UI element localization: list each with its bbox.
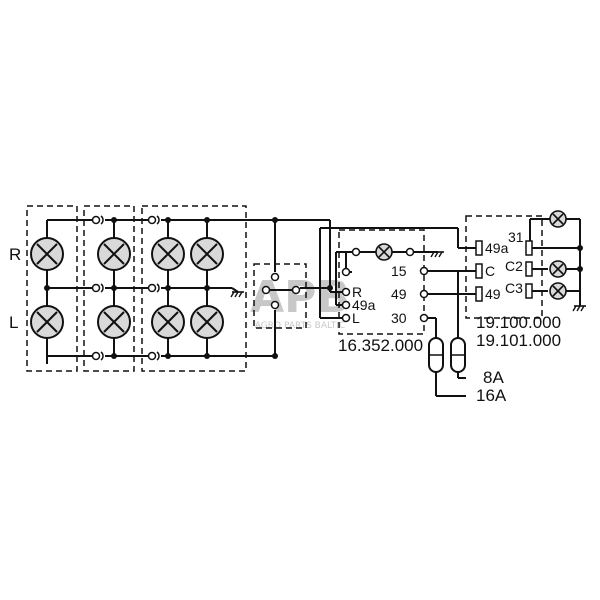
relay-terminal-c: C (485, 263, 495, 279)
watermark-logo-text: APB (250, 272, 350, 323)
flasher-part-number: 16.352.000 (338, 336, 423, 355)
fuses: 8A 16A (428, 337, 507, 405)
watermark-logo: APB AGRO PARTS BALTIC (250, 272, 350, 331)
flasher-terminal-15: 15 (391, 263, 407, 279)
relay-part-number-2: 19.101.000 (476, 331, 561, 350)
side-label-left: L (9, 313, 18, 332)
ground-icon (430, 251, 445, 258)
flasher-terminal-30: 30 (391, 310, 407, 326)
connector-icon (91, 283, 104, 293)
relay-contact-icon (475, 263, 483, 279)
ground-icon (572, 305, 587, 312)
side-label-right: R (9, 245, 21, 264)
flasher-terminal-r: R (352, 284, 362, 300)
connector-icon (91, 351, 104, 361)
relay-part-number-1: 19.100.000 (476, 313, 561, 332)
indicator-lamp-icon (549, 210, 567, 228)
relay-terminal-31: 31 (508, 229, 524, 245)
fuse-8a-label: 8A (483, 368, 504, 387)
relay-contact-icon (525, 261, 533, 277)
lamp-icon (151, 305, 185, 339)
connector-icon (91, 215, 104, 225)
lamp-icon (151, 237, 185, 271)
flasher-terminal-l: L (352, 310, 360, 326)
junction-dots (44, 217, 583, 359)
relay-contact-icon (525, 240, 533, 256)
flasher-unit: R 49a L 15 49 30 16.352.000 (338, 243, 445, 355)
relay-terminal-49a: 49a (485, 240, 509, 256)
relay-unit: 49a C 49 31 C2 C3 19.100.000 19.101.000 (475, 210, 587, 350)
relay-terminal-c3: C3 (505, 280, 523, 296)
lamp-icon (190, 237, 224, 271)
indicator-lamp-c2-icon (549, 260, 567, 278)
connector-icon (147, 283, 160, 293)
indicator-lamp-icon (375, 243, 393, 261)
relay-contact-icon (475, 240, 483, 256)
watermark-caption: AGRO PARTS BALTIC (255, 321, 345, 331)
relay-terminal-49: 49 (485, 286, 501, 302)
relay-contact-icon (475, 286, 483, 302)
connector-icon (147, 215, 160, 225)
relay-terminal-c2: C2 (505, 258, 523, 274)
indicator-lamp-c3-icon (549, 282, 567, 300)
flasher-terminal-49: 49 (391, 286, 407, 302)
lamp-icon (30, 237, 64, 271)
flasher-terminal-49a: 49a (352, 297, 376, 313)
lamp-icon (97, 237, 131, 271)
connector-icon (147, 351, 160, 361)
lamp-icon (30, 305, 64, 339)
lamp-icon (97, 305, 131, 339)
fuse-16a-label: 16A (476, 386, 507, 405)
hazard-switch (261, 272, 301, 310)
relay-contact-icon (525, 283, 533, 299)
lamp-icon (190, 305, 224, 339)
